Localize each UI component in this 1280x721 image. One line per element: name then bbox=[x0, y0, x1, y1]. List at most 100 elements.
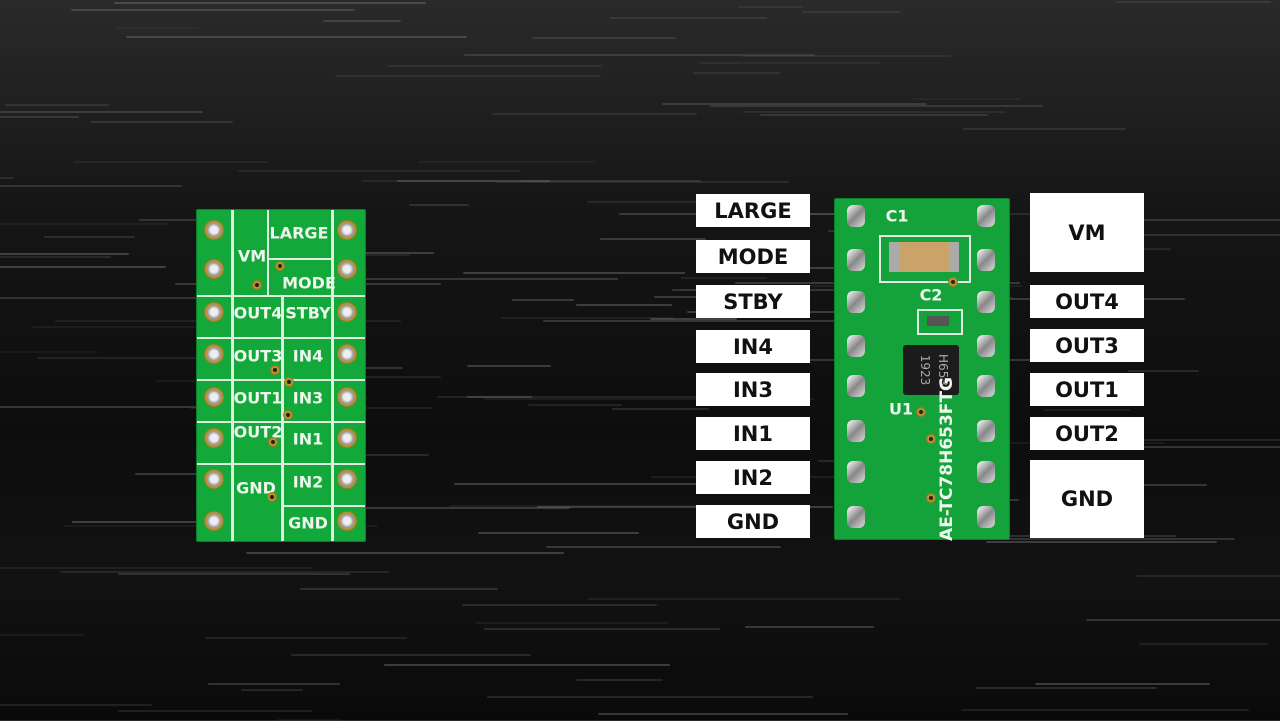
wood-grain-streak bbox=[71, 521, 309, 524]
solder-pin bbox=[977, 291, 995, 313]
wood-grain-streak bbox=[207, 683, 340, 686]
solder-pin bbox=[977, 249, 995, 271]
pin-hole bbox=[204, 469, 224, 489]
label-out4: OUT4 bbox=[1030, 285, 1144, 318]
pin-hole bbox=[204, 302, 224, 322]
pin-hole bbox=[204, 511, 224, 531]
wood-grain-streak bbox=[609, 17, 767, 20]
label-stby: STBY bbox=[696, 285, 810, 318]
label-gnd-right: GND bbox=[1030, 460, 1144, 538]
wood-grain-streak bbox=[37, 357, 223, 360]
wood-grain-streak bbox=[341, 506, 570, 509]
wood-grain-streak bbox=[335, 75, 602, 78]
wood-grain-streak bbox=[597, 712, 849, 715]
silk-c1: C1 bbox=[885, 206, 909, 226]
wood-grain-streak bbox=[361, 180, 494, 183]
wood-grain-streak bbox=[246, 551, 564, 554]
wood-grain-streak bbox=[386, 65, 603, 68]
silk-c2: C2 bbox=[919, 285, 943, 305]
silk-in3: IN3 bbox=[292, 388, 324, 408]
wood-grain-streak bbox=[0, 634, 84, 637]
wood-grain-streak bbox=[0, 405, 210, 408]
wood-grain-streak bbox=[693, 71, 780, 74]
wood-grain-streak bbox=[350, 252, 435, 255]
wood-grain-streak bbox=[576, 303, 673, 306]
wood-grain-streak bbox=[118, 709, 312, 712]
wood-grain-streak bbox=[0, 116, 79, 119]
wood-grain-streak bbox=[1115, 1, 1271, 4]
wood-grain-streak bbox=[60, 571, 389, 574]
wood-grain-streak bbox=[1086, 619, 1280, 622]
pin-hole bbox=[337, 387, 357, 407]
silk-out3: OUT3 bbox=[233, 346, 283, 366]
wood-grain-streak bbox=[241, 688, 304, 691]
wood-grain-streak bbox=[486, 696, 813, 699]
left-pcb-board: LARGE VM MODE OUT4 STBY OUT3 IN4 OUT1 IN… bbox=[196, 209, 366, 542]
wood-grain-streak bbox=[745, 626, 875, 629]
wood-grain-streak bbox=[649, 317, 737, 320]
solder-pin bbox=[977, 506, 995, 528]
label-in1: IN1 bbox=[696, 417, 810, 450]
wood-grain-streak bbox=[975, 686, 1157, 689]
solder-pin bbox=[977, 205, 995, 227]
label-gnd-left: GND bbox=[696, 505, 810, 538]
wood-grain-streak bbox=[463, 54, 816, 57]
wood-grain-streak bbox=[1136, 575, 1280, 578]
silk-large: LARGE bbox=[269, 223, 329, 243]
wood-grain-streak bbox=[1128, 370, 1199, 373]
solder-pin bbox=[847, 375, 865, 397]
wood-grain-streak bbox=[467, 364, 551, 367]
wood-grain-streak bbox=[418, 160, 596, 163]
wood-grain-streak bbox=[1077, 445, 1280, 448]
wood-grain-streak bbox=[436, 396, 699, 399]
wood-grain-streak bbox=[138, 218, 208, 221]
wood-grain-streak bbox=[383, 664, 670, 667]
wood-grain-streak bbox=[0, 566, 313, 569]
wood-grain-streak bbox=[290, 653, 531, 656]
wood-grain-streak bbox=[0, 111, 204, 114]
label-out1: OUT1 bbox=[1030, 373, 1144, 406]
silk-out1: OUT1 bbox=[233, 388, 283, 408]
wood-grain-streak bbox=[467, 395, 533, 398]
wood-grain-streak bbox=[801, 10, 901, 13]
silk-out4: OUT4 bbox=[233, 303, 283, 323]
wood-grain-streak bbox=[1115, 218, 1280, 221]
wood-grain-streak bbox=[0, 704, 152, 707]
label-in2: IN2 bbox=[696, 461, 810, 494]
wood-grain-streak bbox=[969, 537, 1236, 540]
pin-hole bbox=[337, 302, 357, 322]
wood-grain-streak bbox=[408, 204, 469, 207]
wood-grain-streak bbox=[911, 98, 1022, 101]
wood-grain-streak bbox=[520, 180, 702, 183]
wood-grain-streak bbox=[299, 588, 498, 591]
wood-grain-streak bbox=[0, 350, 98, 353]
pin-hole bbox=[204, 259, 224, 279]
wood-grain-streak bbox=[453, 482, 802, 485]
wood-grain-streak bbox=[492, 112, 698, 115]
wood-grain-streak bbox=[495, 180, 790, 183]
silk-part-number: AE-TC78H653FTG bbox=[937, 377, 957, 541]
wood-grain-streak bbox=[1122, 233, 1280, 236]
wood-grain-streak bbox=[546, 546, 782, 549]
silk-vm: VM bbox=[237, 246, 267, 266]
wood-grain-streak bbox=[737, 5, 804, 8]
wood-grain-streak bbox=[671, 289, 960, 292]
chip-u1 bbox=[903, 345, 959, 395]
label-in4: IN4 bbox=[696, 330, 810, 363]
wood-grain-streak bbox=[0, 296, 226, 299]
wood-grain-streak bbox=[448, 504, 739, 507]
wood-grain-streak bbox=[962, 128, 1126, 131]
wood-grain-streak bbox=[527, 403, 623, 406]
wood-grain-streak bbox=[90, 120, 233, 123]
silk-out2: OUT2 bbox=[233, 422, 283, 442]
silk-gnd-b: GND bbox=[288, 513, 328, 533]
label-out2: OUT2 bbox=[1030, 417, 1144, 450]
wood-grain-streak bbox=[511, 298, 575, 301]
wood-grain-streak bbox=[74, 161, 270, 164]
silk-mode: MODE bbox=[282, 273, 336, 293]
wood-grain-streak bbox=[612, 408, 710, 411]
wood-grain-streak bbox=[0, 265, 167, 268]
wood-grain-streak bbox=[0, 223, 170, 226]
pin-hole bbox=[204, 344, 224, 364]
wood-grain-streak bbox=[71, 9, 356, 12]
